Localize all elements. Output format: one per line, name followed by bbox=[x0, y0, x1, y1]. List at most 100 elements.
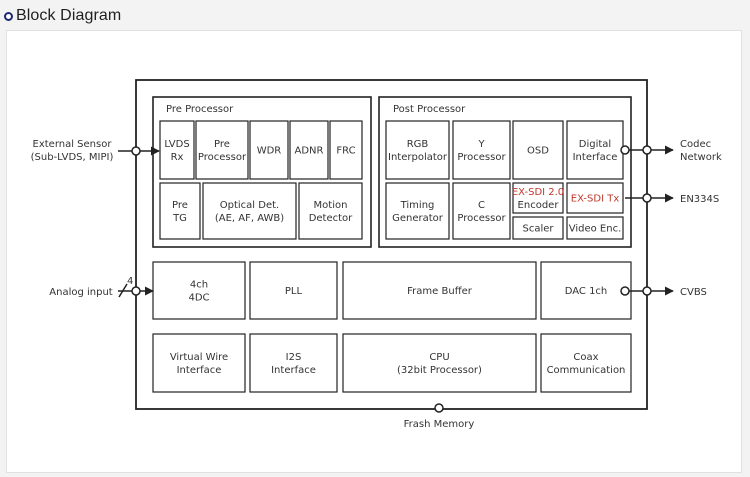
block-vwire-box bbox=[152, 333, 246, 393]
block-i2s: I2S Interface bbox=[249, 333, 338, 393]
block-c-proc-box bbox=[452, 182, 511, 240]
block-video-enc-text: Video Enc. bbox=[569, 224, 622, 235]
bullet-icon bbox=[4, 11, 13, 21]
block-osd-box bbox=[512, 120, 564, 180]
block-timing-box bbox=[385, 182, 450, 240]
block-coax-box bbox=[540, 333, 632, 393]
io-labels: External Sensor (Sub-LVDS, MIPI) Analog i… bbox=[31, 139, 722, 430]
block-rgb-text: RGB bbox=[407, 139, 429, 150]
block-lvds: LVDS Rx bbox=[159, 120, 195, 180]
block-y-proc-text: Processor bbox=[457, 152, 506, 163]
ext-sensor-label: External Sensor (Sub-LVDS, MIPI) bbox=[31, 139, 114, 163]
block-optical-text: Optical Det. bbox=[220, 200, 279, 211]
block-exsdi-enc-box bbox=[512, 182, 564, 214]
codec-line-2: Network bbox=[680, 152, 722, 163]
ext-sensor-port bbox=[131, 146, 141, 156]
flash-port bbox=[434, 403, 444, 413]
block-vwire-text: Virtual Wire bbox=[170, 352, 228, 363]
block-pll-box bbox=[249, 261, 338, 320]
block-cpu-box bbox=[342, 333, 537, 393]
block-adc-text: 4DC bbox=[188, 293, 209, 304]
block-adnr-box bbox=[289, 120, 329, 180]
block-i2s-text: I2S bbox=[286, 352, 302, 363]
block-digital-text: Interface bbox=[573, 152, 618, 163]
pre-processor-label: Pre Processor bbox=[166, 104, 234, 115]
block-pll-text: PLL bbox=[285, 286, 303, 297]
block-coax-text: Communication bbox=[547, 365, 626, 376]
block-c-proc-text: C bbox=[478, 200, 485, 211]
block-digital-text: Digital bbox=[579, 139, 611, 150]
en3345-label: EN334S bbox=[680, 194, 719, 205]
block-optical: Optical Det.(AE, AF, AWB) bbox=[202, 182, 297, 240]
block-video-enc: Video Enc. bbox=[566, 216, 624, 240]
block-cpu-text: (32bit Processor) bbox=[397, 365, 482, 376]
block-exsdi-tx-text: EX-SDI Tx bbox=[571, 194, 620, 205]
flash-memory-label: Frash Memory bbox=[404, 419, 475, 430]
block-rgb-box bbox=[385, 120, 450, 180]
block-dac-box bbox=[540, 261, 632, 320]
ext-sensor-line-2: (Sub-LVDS, MIPI) bbox=[31, 152, 114, 163]
analog-bus-slash bbox=[118, 283, 128, 298]
block-exsdi-tx-box bbox=[566, 182, 624, 214]
block-adnr: ADNR bbox=[289, 120, 329, 180]
block-c-proc-text: Processor bbox=[457, 213, 506, 224]
block-frame-box bbox=[342, 261, 537, 320]
block-pre-tg-text: TG bbox=[172, 213, 187, 224]
block-pre-proc-text: Pre bbox=[214, 139, 230, 150]
analog-port bbox=[131, 286, 141, 296]
block-vwire-text: Interface bbox=[177, 365, 222, 376]
block-frc-box bbox=[329, 120, 363, 180]
analog-bus-width: 4 bbox=[127, 276, 133, 287]
block-diagram: Pre Processor Post Processor LVDSRxPrePr… bbox=[31, 79, 722, 430]
block-lvds-text: LVDS bbox=[164, 139, 189, 150]
block-scaler: Scaler bbox=[512, 216, 564, 240]
block-motion-text: Motion bbox=[314, 200, 348, 211]
analog-input-label: Analog input bbox=[49, 287, 113, 298]
page-header: Block Diagram bbox=[4, 4, 121, 28]
block-frame: Frame Buffer bbox=[342, 261, 537, 320]
block-dac-text: DAC 1ch bbox=[565, 286, 608, 297]
block-timing-text: Generator bbox=[392, 213, 444, 224]
block-pre-proc-text: Processor bbox=[198, 152, 247, 163]
en3345-port bbox=[642, 193, 652, 203]
block-exsdi-tx: EX-SDI Tx bbox=[566, 182, 624, 214]
block-adnr-text: ADNR bbox=[295, 146, 324, 157]
codec-port-outer bbox=[642, 145, 652, 155]
block-coax-text: Coax bbox=[573, 352, 598, 363]
block-optical-box bbox=[202, 182, 297, 240]
codec-line-1: Codec bbox=[680, 139, 711, 150]
block-lvds-text: Rx bbox=[171, 152, 184, 163]
block-scaler-text: Scaler bbox=[522, 224, 554, 235]
block-y-proc-box bbox=[452, 120, 511, 180]
block-frc-text: FRC bbox=[336, 146, 355, 157]
block-pll: PLL bbox=[249, 261, 338, 320]
block-i2s-text: Interface bbox=[271, 365, 316, 376]
pre-processor-group bbox=[152, 96, 372, 248]
block-wdr: WDR bbox=[249, 120, 289, 180]
block-digital-box bbox=[566, 120, 624, 180]
block-wdr-box bbox=[249, 120, 289, 180]
page-title: Block Diagram bbox=[16, 7, 122, 24]
block-timing-text: Timing bbox=[400, 200, 435, 211]
block-i2s-box bbox=[249, 333, 338, 393]
cvbs-port-outer bbox=[642, 286, 652, 296]
block-frc: FRC bbox=[329, 120, 363, 180]
codec-port-inner bbox=[620, 145, 630, 155]
cvbs-port-inner bbox=[620, 286, 630, 296]
post-processor-label: Post Processor bbox=[393, 104, 466, 115]
block-exsdi-enc-text: Encoder bbox=[518, 200, 560, 211]
block-motion-text: Detector bbox=[309, 213, 353, 224]
block-lvds-box bbox=[159, 120, 195, 180]
ext-sensor-line-1: External Sensor bbox=[33, 139, 113, 150]
